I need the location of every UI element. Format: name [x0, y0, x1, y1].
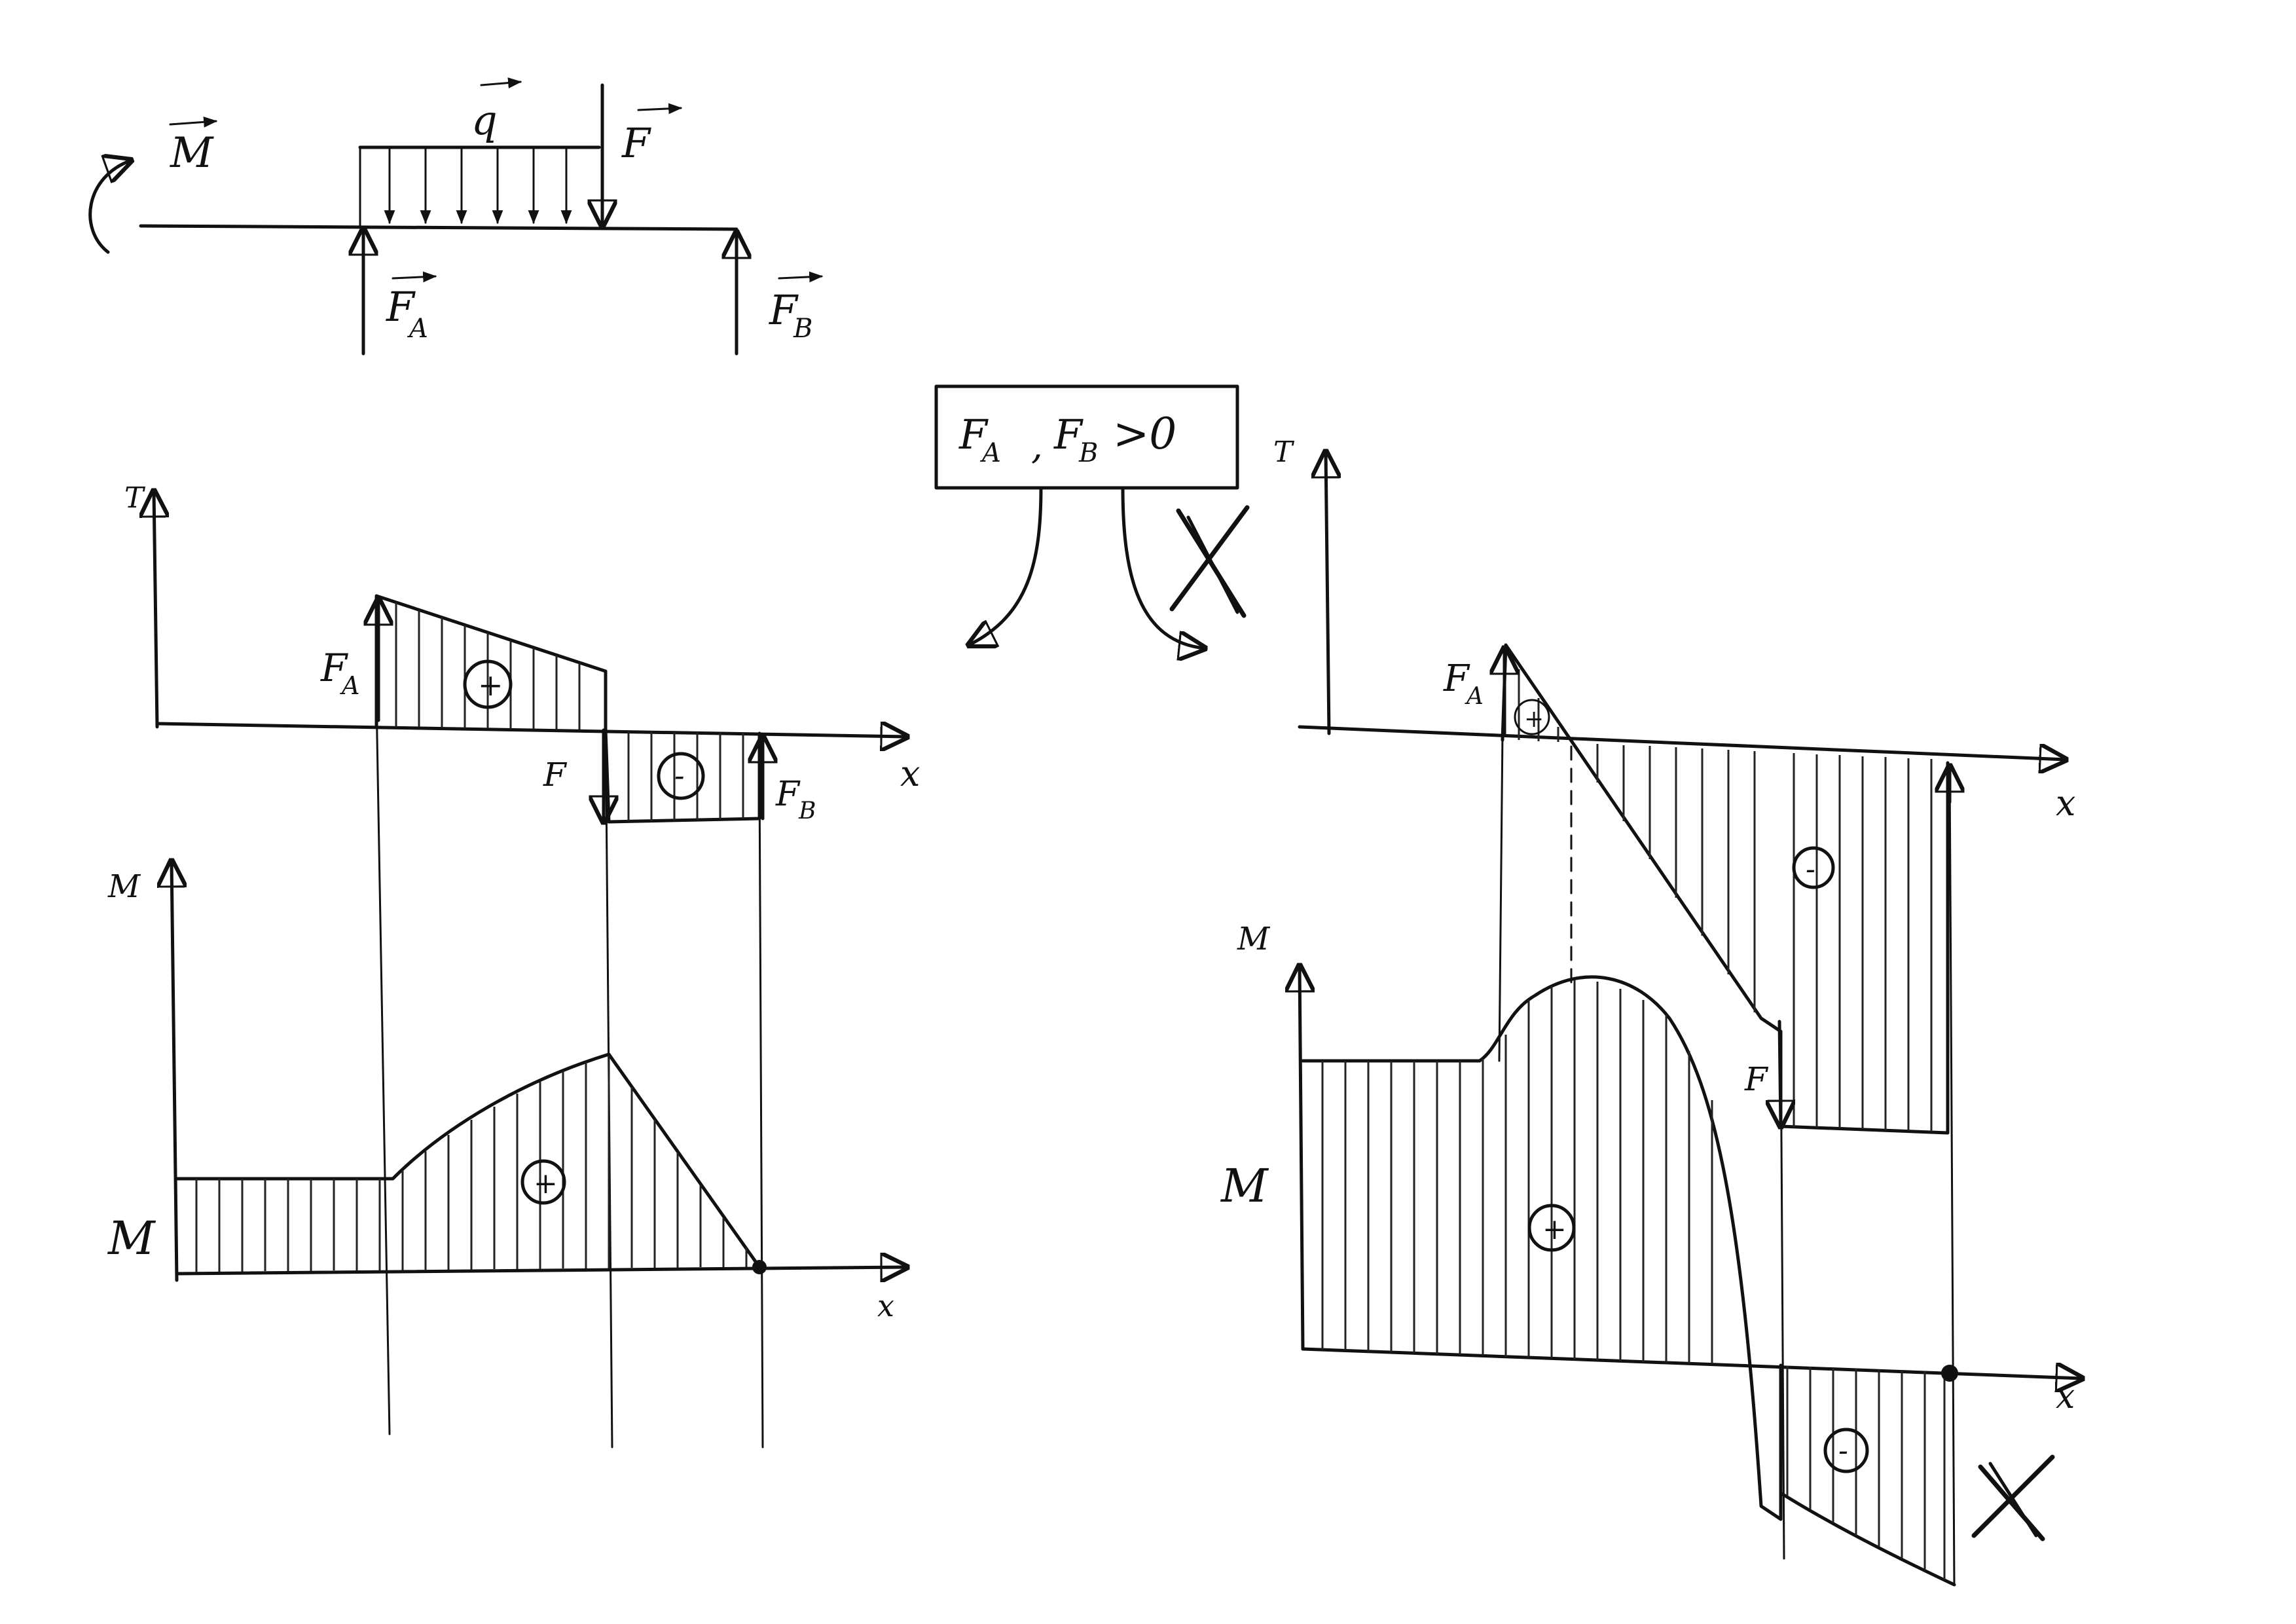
right-shear-minus-circle: [1792, 846, 1835, 889]
condition-fb-subscript: B: [1078, 438, 1098, 468]
right-moment-vertical-axis: [1300, 966, 1303, 1351]
left-shear-negative-hatch: [627, 731, 744, 821]
right-shear-plus-circle: [1514, 699, 1550, 735]
left-construction-lines: [375, 699, 764, 1449]
right-shear-vertical-axis: [1326, 452, 1329, 735]
condition-fa: F: [958, 411, 989, 458]
left-shear-positive-region: [374, 594, 608, 732]
beam-diagram: M q F F A F B: [88, 77, 824, 356]
rejected-cross-top: [1169, 505, 1250, 618]
right-shear-plus-sign: +: [1524, 706, 1544, 733]
support-a-label: F: [386, 283, 416, 331]
right-shear-axis-label: T: [1273, 435, 1295, 469]
left-shear-minus-circle: [657, 752, 705, 800]
right-moment-horizontal-axis: [1301, 1347, 2082, 1378]
branch-left-arrow: [969, 486, 1043, 645]
moment-label: M: [170, 129, 214, 177]
left-moment-curve: [175, 1052, 761, 1269]
left-moment-hatch: [195, 1056, 748, 1272]
right-shear-x-label: x: [2056, 783, 2075, 824]
right-moment-plus-circle: [1527, 1204, 1576, 1252]
condition-separator: ,: [1031, 425, 1043, 468]
right-moment-m-label: M: [1220, 1159, 1269, 1213]
condition-frame: [934, 384, 1239, 490]
left-f-label: F: [543, 756, 568, 794]
left-shear-negative-region: [604, 728, 761, 824]
left-fa-subscript: A: [340, 671, 359, 700]
right-moment-negative-hatch: [1786, 1366, 1946, 1579]
moment-vector-mark: [169, 116, 218, 128]
right-moment-axis-label: M: [1237, 921, 1271, 957]
left-moment-vertical-axis: [172, 861, 177, 1282]
branch-right-arrow: [1121, 486, 1205, 648]
right-moment-x-label: x: [2056, 1377, 2075, 1416]
right-moment-negative-region: [1779, 1491, 1956, 1587]
distributed-load: [358, 145, 601, 227]
left-shear-plus-sign: +: [478, 667, 503, 703]
support-a-subscript: A: [407, 314, 428, 344]
condition-box: F A , F B >0: [934, 384, 1250, 648]
right-shear-curve: [1501, 643, 1950, 1135]
left-moment-m-label: M: [107, 1211, 156, 1265]
load-label: q: [471, 96, 498, 144]
left-shear-vertical-axis: [154, 491, 157, 729]
left-fb-label: F: [775, 775, 801, 814]
left-shear-plus-circle: [463, 659, 513, 709]
right-f-label: F: [1744, 1060, 1769, 1098]
support-b-label: F: [769, 286, 799, 334]
left-shear-horizontal-axis: [155, 724, 907, 737]
force-f-label: F: [621, 119, 651, 167]
moment-arrow: [88, 160, 131, 254]
right-moment-curve: [1301, 975, 1783, 1521]
left-moment-x-label: x: [877, 1288, 894, 1323]
load-vector-mark: [480, 77, 522, 88]
rejected-cross-bottom: [1971, 1454, 2055, 1541]
right-shear-minus-sign: -: [1806, 853, 1815, 886]
condition-relation: >0: [1113, 409, 1176, 459]
beam-line: [139, 224, 738, 231]
right-moment-minus-circle: [1823, 1428, 1869, 1473]
right-solution: T x F A + F - M x M: [1220, 435, 2082, 1587]
support-b-subscript: B: [793, 314, 812, 344]
left-moment-axis-label: M: [107, 868, 141, 905]
left-moment-horizontal-axis: [175, 1267, 907, 1274]
condition-fb: F: [1053, 411, 1084, 458]
force-vector-mark: [637, 103, 683, 115]
right-moment-positive-hatch: [1321, 980, 1713, 1364]
right-moment-plus-sign: +: [1542, 1213, 1567, 1246]
left-solution: T x F A + F F B - M: [107, 481, 920, 1449]
left-fb-subscript: B: [798, 798, 816, 824]
left-shear-x-label: x: [900, 753, 920, 794]
right-moment-minus-sign: -: [1838, 1434, 1848, 1467]
left-shear-axis-label: T: [124, 481, 146, 515]
left-fa-label: F: [320, 646, 348, 690]
left-moment-zero-point: [752, 1260, 767, 1274]
right-fa-subscript: A: [1465, 683, 1484, 710]
support-a-vector-mark: [392, 271, 437, 283]
support-b-vector-mark: [778, 271, 824, 283]
right-shear-negative-hatch: [1596, 744, 1933, 1132]
right-moment-zero-point: [1941, 1365, 1958, 1382]
left-moment-plus-circle: [520, 1159, 566, 1205]
right-shear-horizontal-axis: [1298, 725, 2066, 760]
left-shear-minus-sign: -: [674, 758, 685, 793]
condition-fa-subscript: A: [979, 438, 1001, 468]
right-fa-label: F: [1443, 657, 1470, 700]
right-f-arrow: [1779, 1020, 1781, 1126]
left-moment-plus-sign: +: [534, 1167, 558, 1200]
left-shear-positive-hatch: [395, 602, 581, 729]
